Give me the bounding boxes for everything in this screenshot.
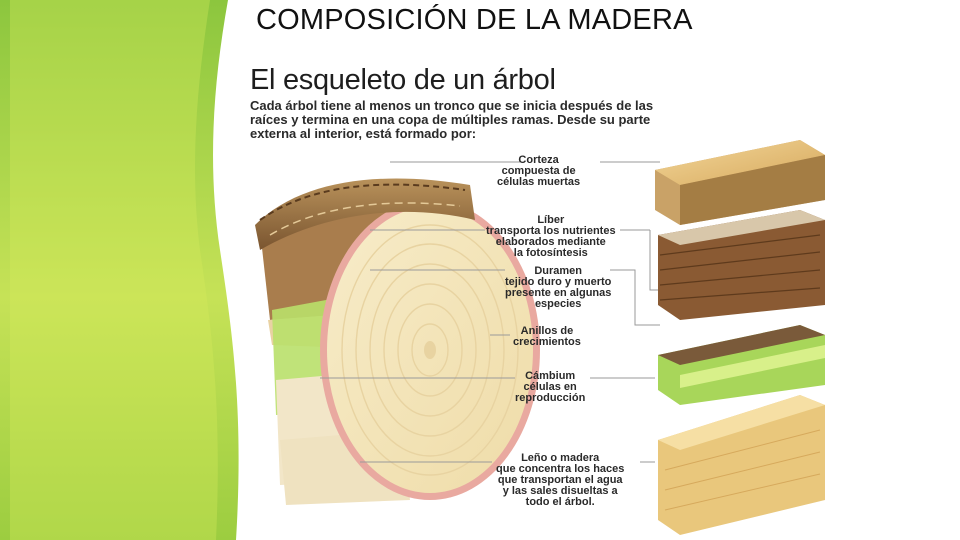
label-corteza: Corteza compuesta de células muertas <box>497 154 581 188</box>
green-side-band <box>0 0 239 540</box>
bark-top <box>255 178 475 250</box>
leader-lines <box>320 161 660 463</box>
figure-heading: El esqueleto de un árbol <box>250 64 556 96</box>
layer-blocks <box>655 140 825 535</box>
trunk-diagram <box>255 140 825 535</box>
trunk-cross-section <box>320 200 540 500</box>
label-duramen: Duramen tejido duro y muerto presente en… <box>505 265 612 310</box>
label-leno: Leño o madera que concentra los haces qu… <box>496 452 625 508</box>
figure-intro: Cada árbol tiene al menos un tronco que … <box>250 98 654 141</box>
label-liber: Líber transporta los nutrientes elaborad… <box>486 214 616 259</box>
label-anillos: Anillos de crecimientos <box>513 325 581 348</box>
label-cambium: Cámbium células en reproducción <box>515 370 586 404</box>
slide-title: COMPOSICIÓN DE LA MADERA <box>256 4 693 36</box>
